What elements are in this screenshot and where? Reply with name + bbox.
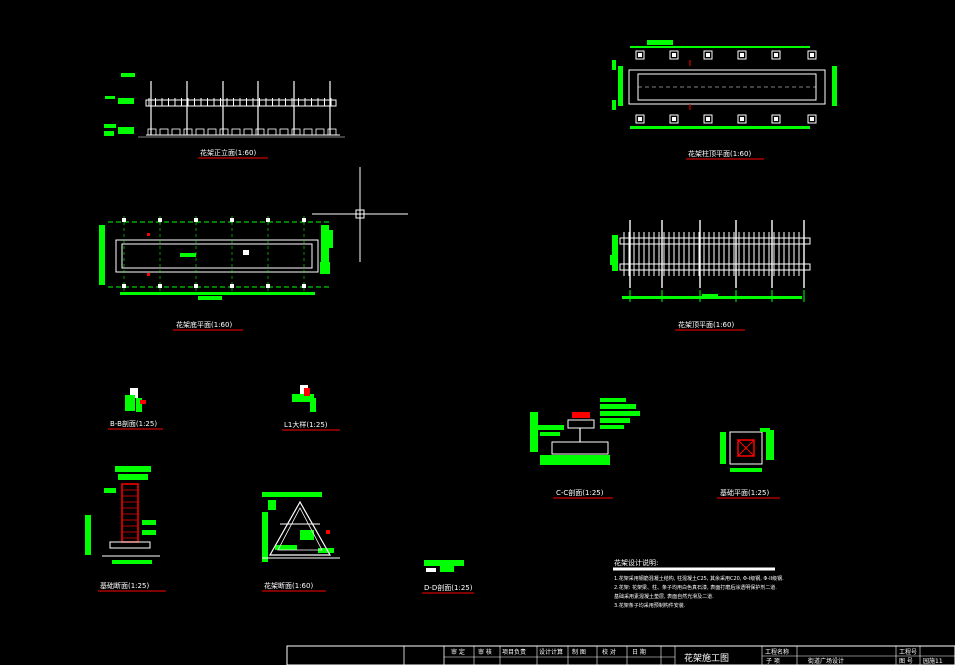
notes-line: 基础采用素混凝土垫层, 表面自然光滑及二道. xyxy=(614,593,714,600)
section-dd-title: D-D剖面(1:25) xyxy=(424,583,473,592)
drawing-no-label: 工程号 xyxy=(899,648,917,656)
sheet-no: 园施11 xyxy=(923,657,943,665)
notes-title: 花架设计说明: xyxy=(614,558,658,567)
notes-line: 3.花架条子均采用预制构件安装. xyxy=(614,602,686,609)
beam-l1-title: L1大样(1:25) xyxy=(284,420,328,429)
sheet-title: 花架施工图 xyxy=(684,652,729,664)
section-bb-title: B-B剖面(1:25) xyxy=(110,419,157,428)
notes-line: 1.花架采用钢筋混凝土结构, 柱混凝土C25, 其余采用C20, Φ-I级钢, … xyxy=(614,575,784,582)
title-block-role: 校 对 xyxy=(602,648,616,656)
column-top-plan-drawing: 花架柱顶平面(1:60) xyxy=(612,40,837,160)
front-elevation-drawing: 花架正立面(1:60) xyxy=(104,73,345,159)
design-notes: 花架设计说明: 1.花架采用钢筋混凝土结构, 柱混凝土C25, 其余采用C20,… xyxy=(613,558,784,609)
section-bb-drawing: B-B剖面(1:25) xyxy=(108,388,163,430)
base-plan-drawing: 花架底平面(1:60) xyxy=(99,216,333,331)
project-name-label: 工程名称 xyxy=(765,648,789,656)
title-block-role: 审 核 xyxy=(478,648,492,656)
column-base-section-drawing: 基础断面(1:25) xyxy=(85,466,166,592)
title-block-role: 项目负责 xyxy=(502,648,526,656)
title-block-role: 设计计算 xyxy=(539,648,563,656)
project-name: 街道广场设计 xyxy=(808,657,844,665)
column-base-plan-title: 基础平面(1:25) xyxy=(720,488,769,497)
section-dd-drawing: D-D剖面(1:25) xyxy=(422,560,474,594)
beam-l1-detail-drawing: L1大样(1:25) xyxy=(282,385,340,431)
pergola-section-drawing: 花架断面(1:60) xyxy=(262,492,340,592)
column-base-plan-drawing: 基础平面(1:25) xyxy=(717,428,780,499)
column-base-section-title: 基础断面(1:25) xyxy=(100,581,149,590)
pergola-section-title: 花架断面(1:60) xyxy=(264,581,313,590)
title-block-role: 日 期 xyxy=(632,648,646,656)
base-plan-title: 花架底平面(1:60) xyxy=(176,320,232,329)
roof-plan-drawing: 花架顶平面(1:60) xyxy=(610,220,811,331)
column-top-plan-title: 花架柱顶平面(1:60) xyxy=(688,149,751,158)
front-elevation-title: 花架正立面(1:60) xyxy=(200,148,256,157)
title-block-role: 制 图 xyxy=(572,648,586,656)
section-cc-drawing: C-C剖面(1:25) xyxy=(530,398,640,499)
section-cc-title: C-C剖面(1:25) xyxy=(556,488,604,497)
sheet-no-label: 图 号 xyxy=(899,658,913,665)
title-block-role: 审 定 xyxy=(451,648,465,656)
subitem-label: 子 项 xyxy=(766,658,780,665)
notes-line: 2.花架: 花架梁、柱、条子均用白色真石漆, 表面打磨后涂透明保护剂二道. xyxy=(614,584,777,591)
roof-plan-title: 花架顶平面(1:60) xyxy=(678,320,734,329)
cad-crosshair-cursor[interactable] xyxy=(312,167,408,262)
title-block: 审 定 审 核 项目负责 设计计算 制 图 校 对 日 期 花架施工图 工程名称… xyxy=(286,645,955,665)
